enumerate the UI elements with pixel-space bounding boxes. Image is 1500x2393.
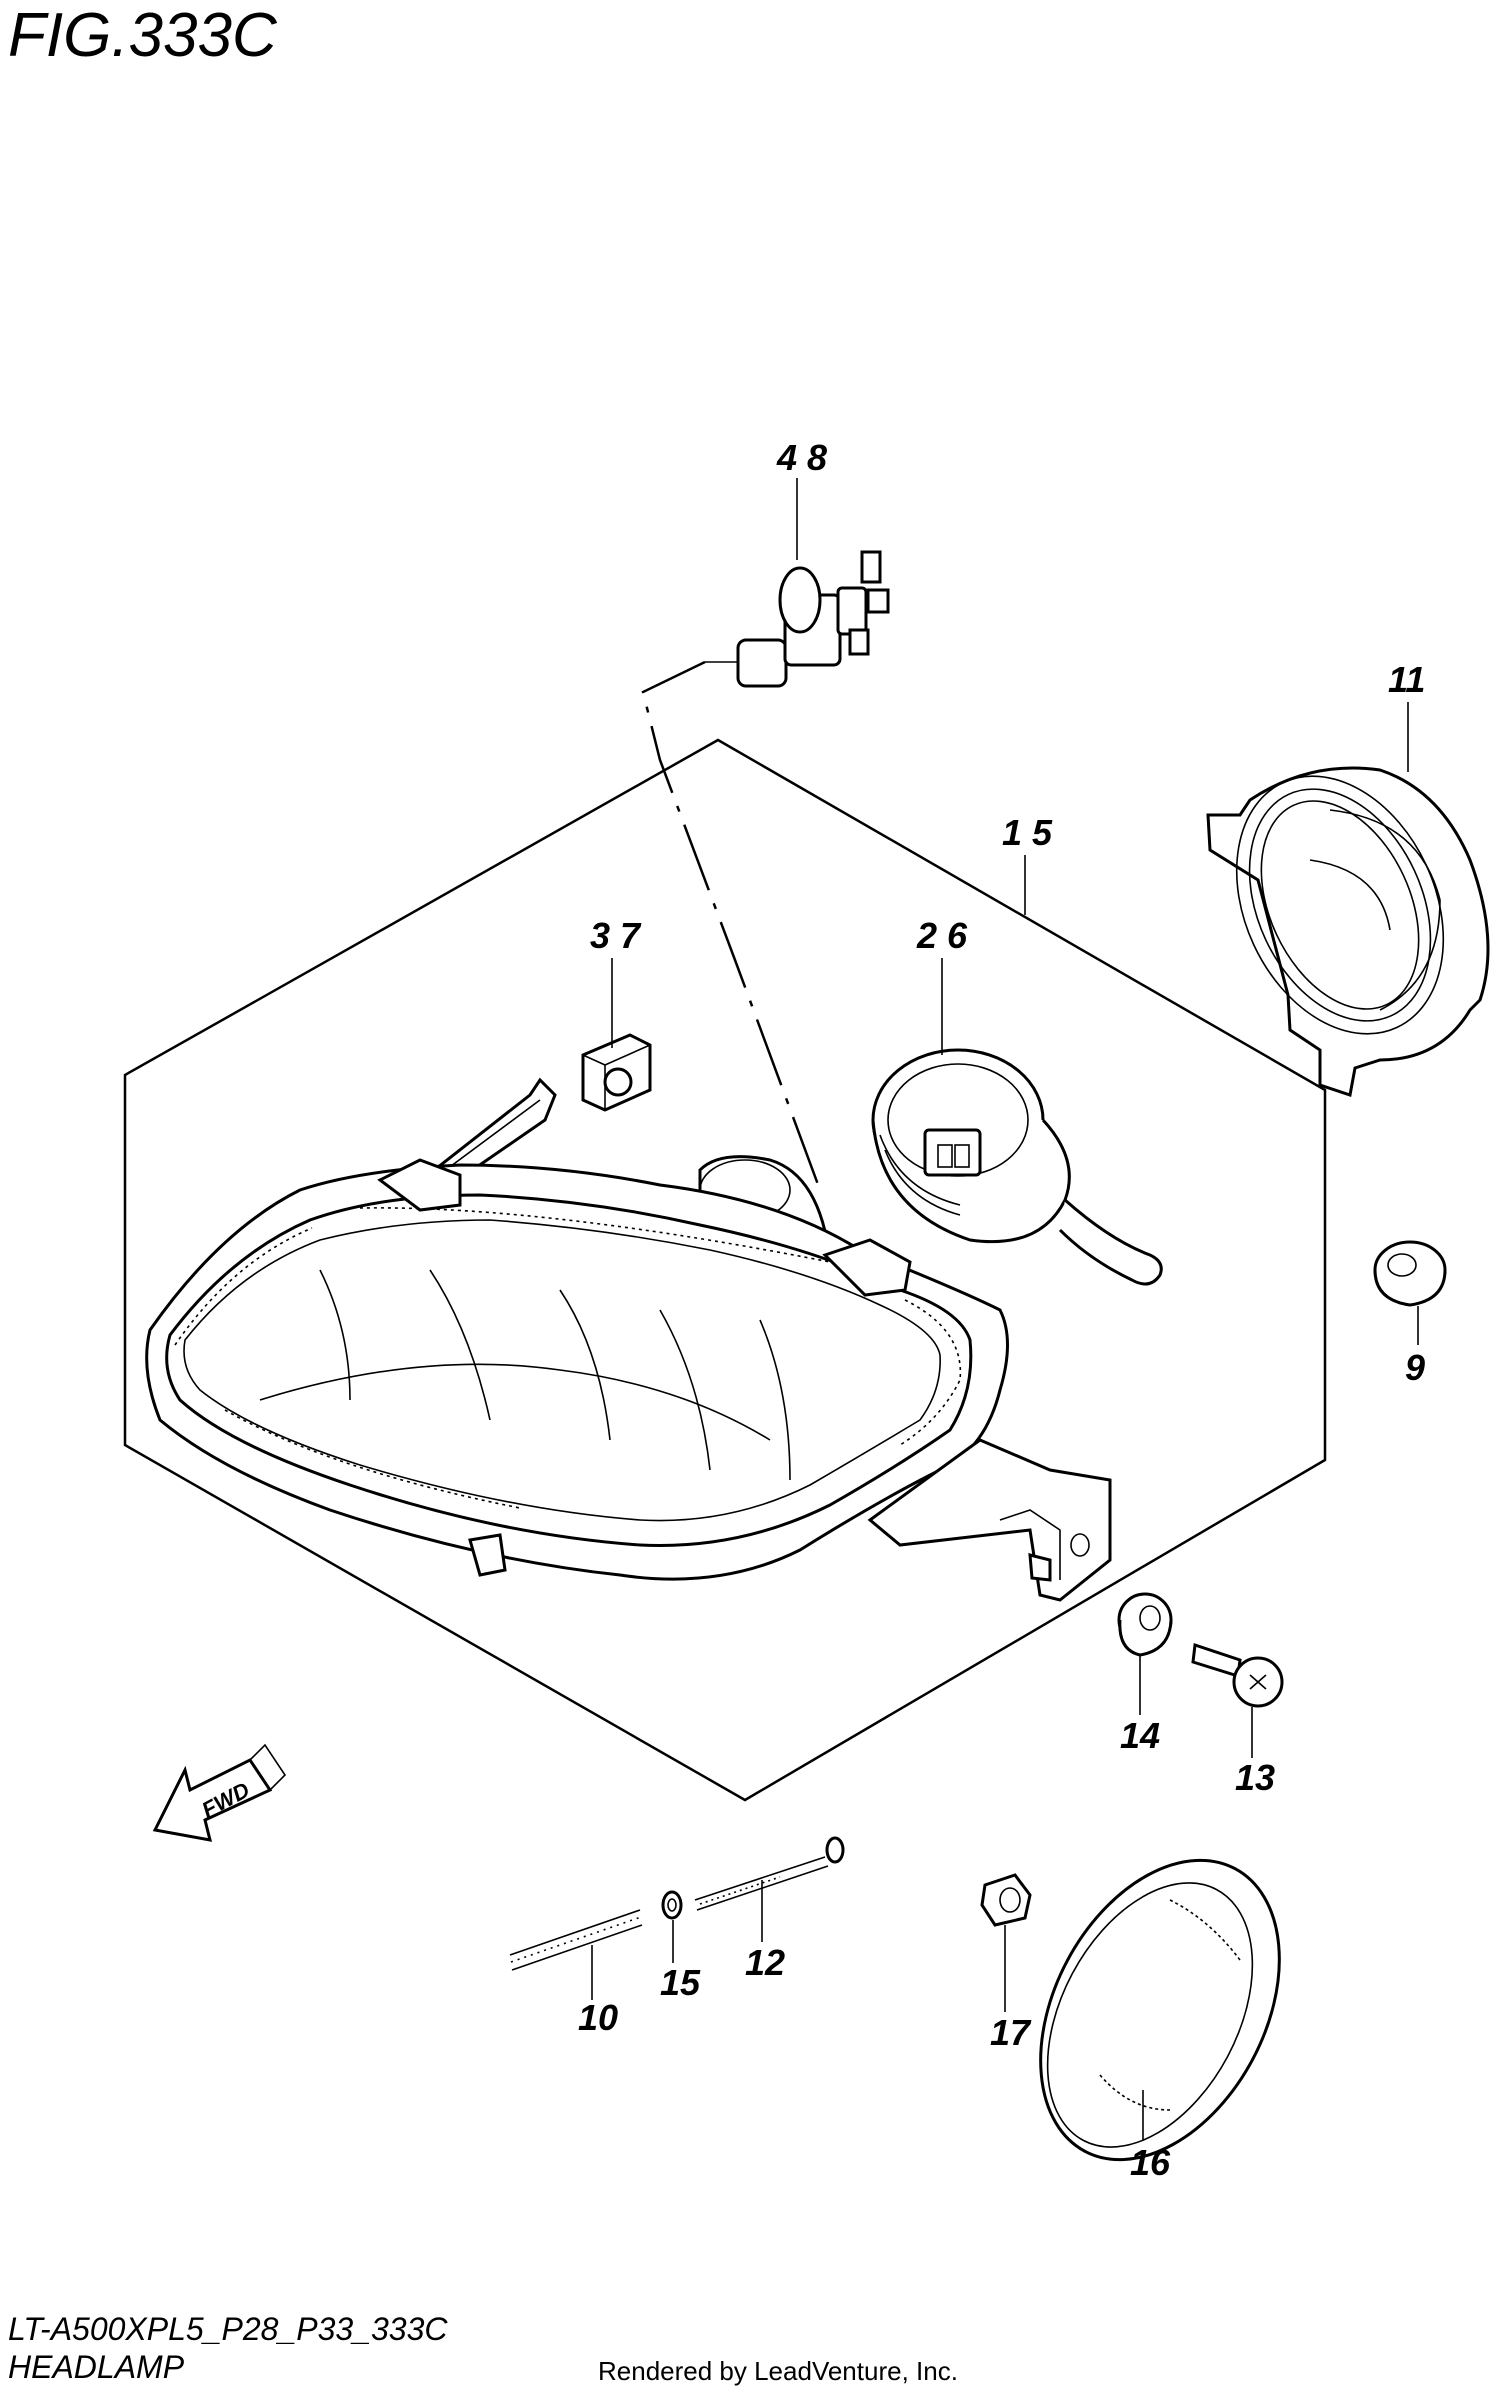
callout-3-7: 3 7 [590,915,642,956]
assembly-boundary [123,738,1327,1802]
cover-part[interactable] [1197,742,1490,1097]
callout-12: 12 [745,1942,785,1983]
callout-13: 13 [1235,1757,1275,1798]
spring-part[interactable] [509,1909,643,1971]
callout-17: 17 [990,2012,1032,2053]
figure-title: FIG.333C [8,1,278,70]
callout-9: 9 [1405,1347,1425,1388]
callout-16: 16 [1130,2142,1171,2183]
bolt-12-part[interactable] [694,1836,845,1911]
callout-14: 14 [1120,1715,1160,1756]
callout-15: 15 [660,1962,701,2003]
screw-13-part[interactable] [1191,1642,1284,1708]
grommet-part[interactable] [1373,1240,1447,1307]
callout-4-8: 4 8 [776,437,827,478]
clip-nut-part[interactable] [581,1033,652,1112]
nut-17-part[interactable] [980,1873,1032,1927]
model-code: LT-A500XPL5_P28_P33_333C [8,2311,448,2347]
washer-part[interactable] [661,1890,683,1920]
bulb-part[interactable] [705,550,890,688]
callout-11: 11 [1388,659,1425,700]
reflector-part[interactable] [992,1819,1328,2200]
callout-1-5: 1 5 [1002,812,1053,853]
rendered-by: Rendered by LeadVenture, Inc. [598,2356,958,2386]
headlamp-housing-part[interactable] [145,1077,1112,1602]
socket-part[interactable] [871,1048,1163,1286]
fwd-arrow: FWD [152,1743,287,1842]
callout-10: 10 [578,1997,618,2038]
grommet-14-part[interactable] [1117,1592,1173,1657]
bulb-leader [641,660,822,1191]
callout-2-6: 2 6 [916,915,968,956]
section-name: HEADLAMP [8,2349,185,2385]
